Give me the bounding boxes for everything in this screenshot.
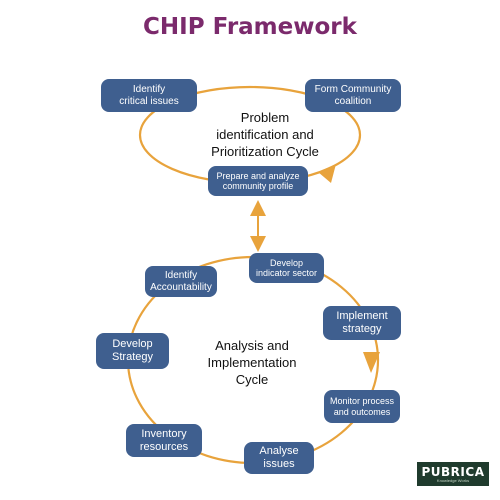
problem-cycle-arrowhead xyxy=(318,164,336,183)
node-monitor-process: Monitor process and outcomes xyxy=(324,390,400,423)
node-analyse-issues: Analyse issues xyxy=(244,442,314,474)
logo-brand: PUBRICA xyxy=(421,464,485,479)
node-identify-accountability: Identify Accountability xyxy=(145,266,217,297)
node-identify-critical-issues: Identify critical issues xyxy=(101,79,197,112)
node-implement-strategy: Implement strategy xyxy=(323,306,401,340)
node-develop-indicator-sector: Develop indicator sector xyxy=(249,253,324,283)
page-title: CHIP Framework xyxy=(143,14,357,40)
pubrica-logo: PUBRICA Knowledge Works xyxy=(417,462,489,486)
problem-cycle-label: Problem identification and Prioritizatio… xyxy=(211,110,319,159)
node-develop-strategy: Develop Strategy xyxy=(96,333,169,369)
analysis-cycle-arrowhead xyxy=(363,352,380,373)
analysis-cycle-label: Analysis and Implementation Cycle xyxy=(207,338,297,387)
node-prepare-community-profile: Prepare and analyze community profile xyxy=(208,166,308,196)
node-inventory-resources: Inventory resources xyxy=(126,424,202,457)
logo-tagline: Knowledge Works xyxy=(436,477,470,483)
node-form-community-coalition: Form Community coalition xyxy=(305,79,401,112)
